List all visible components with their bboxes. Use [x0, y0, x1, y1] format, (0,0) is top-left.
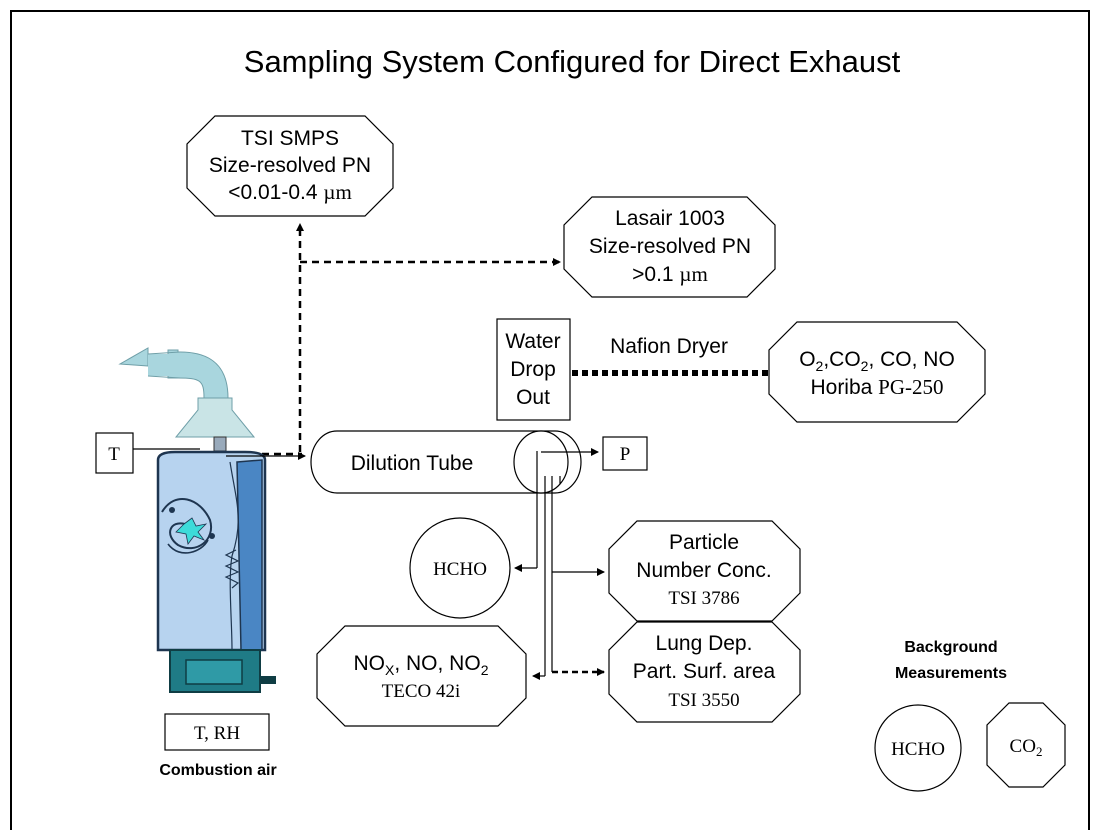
horiba-sub1: 2: [816, 358, 824, 374]
horiba-model: PG-250: [878, 375, 943, 399]
combustion-air-label: Combustion air: [159, 762, 276, 779]
lung-line3: TSI 3550: [668, 690, 739, 711]
lasair-line2: Size-resolved PN: [589, 235, 751, 258]
lasair-unit: µm: [679, 262, 707, 286]
lung-deposition-box: Lung Dep. Part. Surf. area TSI 3550: [608, 621, 801, 723]
water-line1: Water: [505, 330, 560, 353]
svg-text:O2,CO2, CO, NO: O2,CO2, CO, NO: [799, 348, 955, 374]
svg-text:>0.1 µm: >0.1 µm: [632, 262, 708, 286]
particle-number-box: Particle Number Conc. TSI 3786: [608, 520, 801, 622]
nox-model: TECO 42i: [382, 681, 461, 702]
horiba-co2: ,CO: [823, 348, 860, 371]
horiba-sub2: 2: [861, 358, 869, 374]
background-co2-label: CO: [1010, 736, 1036, 757]
smps-range: <0.01-0.4: [228, 181, 323, 204]
background-hcho-label: HCHO: [891, 739, 945, 760]
smps-line1: TSI SMPS: [241, 127, 339, 150]
t-rh-sensor-box: T, RH: [164, 713, 270, 751]
water-dropout-box: Water Drop Out: [496, 318, 571, 421]
horiba-o: O: [799, 348, 815, 371]
hcho-analyzer: HCHO: [409, 517, 511, 619]
pressure-sensor-box: P: [602, 436, 648, 471]
horiba-box: O2,CO2, CO, NO Horiba PG-250: [768, 321, 986, 423]
t-sensor-box: T: [95, 432, 134, 474]
smps-box: TSI SMPS Size-resolved PN <0.01-0.4 µm: [186, 115, 394, 217]
nox-rest: , NO, NO: [394, 652, 480, 675]
nox-sub2: 2: [481, 662, 489, 678]
lung-line2: Part. Surf. area: [633, 660, 776, 683]
svg-text:NOX, NO, NO2: NOX, NO, NO2: [354, 652, 489, 678]
nox-subx: X: [385, 662, 395, 678]
water-line2: Drop: [510, 358, 556, 381]
lasair-box: Lasair 1003 Size-resolved PN >0.1 µm: [563, 196, 776, 298]
dilution-label: Dilution Tube: [351, 452, 474, 475]
nox-analyzer-box: NOX, NO, NO2 TECO 42i: [316, 625, 527, 727]
water-line3: Out: [516, 386, 550, 409]
background-co2-sub: 2: [1036, 744, 1043, 759]
particle-line1: Particle: [669, 531, 739, 554]
svg-text:<0.01-0.4 µm: <0.01-0.4 µm: [228, 180, 352, 204]
svg-text:Horiba PG-250: Horiba PG-250: [810, 375, 943, 399]
smps-unit: µm: [323, 180, 351, 204]
sample-lines: [514, 451, 605, 680]
particle-line3: TSI 3786: [668, 588, 739, 609]
smps-line2: Size-resolved PN: [209, 154, 371, 177]
particle-line2: Number Conc.: [636, 559, 771, 582]
exhaust-hood-icon: [174, 397, 256, 438]
horiba-name: Horiba: [810, 376, 878, 399]
page-title: Sampling System Configured for Direct Ex…: [244, 44, 901, 79]
background-co2: CO2: [986, 702, 1066, 788]
background-hcho: HCHO: [874, 704, 962, 792]
background-title-line2: Measurements: [895, 665, 1007, 682]
water-heater-icon: [156, 436, 276, 693]
lung-line1: Lung Dep.: [656, 632, 753, 655]
nox-no: NO: [354, 652, 386, 675]
t-rh-label: T, RH: [194, 723, 240, 744]
horiba-rest: , CO, NO: [868, 348, 954, 371]
dilution-tube: Dilution Tube: [310, 430, 582, 494]
p-label: P: [620, 444, 631, 465]
lasair-range: >0.1: [632, 263, 679, 286]
lasair-line1: Lasair 1003: [615, 207, 725, 230]
background-title-line1: Background: [904, 639, 997, 656]
t-label: T: [108, 444, 120, 465]
hcho-label: HCHO: [433, 559, 487, 580]
diagram-frame: [10, 10, 1090, 830]
svg-text:CO2: CO2: [1010, 736, 1043, 759]
nafion-label: Nafion Dryer: [610, 335, 728, 358]
